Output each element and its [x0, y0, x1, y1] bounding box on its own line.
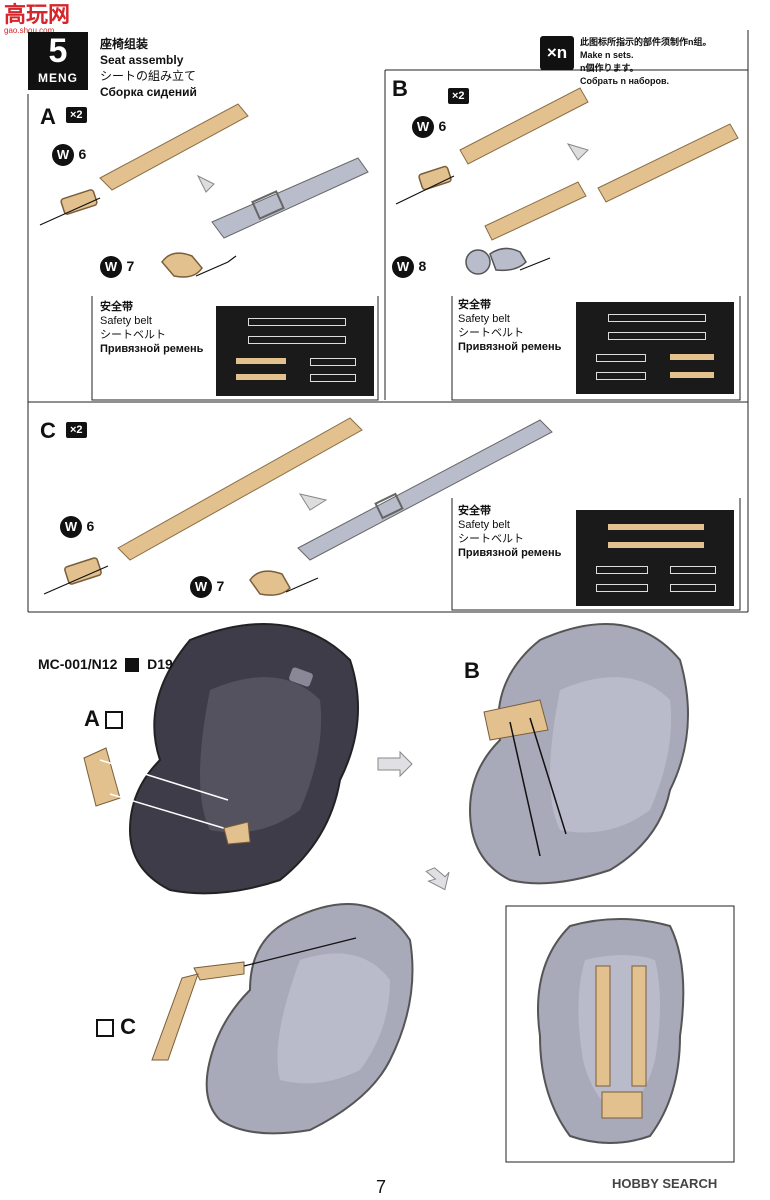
belt-en: Safety belt [458, 313, 510, 325]
belt-label-c: 安全带 Safety belt シートベルト Привязной ремень [458, 504, 561, 560]
callout-c-letter: C [120, 1014, 137, 1039]
belt-ja: シートベルト [458, 533, 524, 545]
title-ru: Сборка сидений [100, 85, 197, 99]
belt-ja: シートベルト [100, 329, 166, 341]
title-en: Seat assembly [100, 53, 184, 67]
callout-b: B [464, 658, 480, 683]
w-part-icon: W [100, 256, 122, 278]
seat-part-code: MC-001/N12 D19 [38, 656, 173, 673]
note-ru: Собрать n наборов. [580, 76, 670, 86]
part-w6-a: W 6 [52, 144, 86, 166]
section-a-qty: ×2 [66, 107, 87, 123]
callout-c: C [96, 1014, 136, 1040]
decal-stripe-filled [670, 354, 714, 360]
decal-stripe [248, 336, 346, 344]
callout-a: A [84, 706, 124, 732]
note-en: Make n sets. [580, 50, 634, 60]
hobby-search-logo: HOBBY SEARCH [612, 1176, 718, 1191]
sets-note: 此图标所指示的部件须制作n组。 Make n sets. n個作ります。 Соб… [580, 36, 712, 88]
step-number: 5 [48, 32, 68, 70]
belt-label-b: 安全带 Safety belt シートベルト Привязной ремень [458, 298, 561, 354]
title-ja: シートの組み立て [100, 69, 197, 83]
decal-stripe-filled [236, 358, 286, 364]
decal-stripe [670, 584, 716, 592]
w-part-icon: W [412, 116, 434, 138]
section-c-qty: ×2 [66, 422, 87, 438]
decal-stripe [248, 318, 346, 326]
callout-a-letter: A [84, 706, 100, 731]
decal-stripe [596, 372, 646, 380]
note-zh: 此图标所指示的部件须制作n组。 [580, 37, 712, 47]
part-w7-c: W 7 [190, 576, 224, 598]
part-w6-b: W 6 [412, 116, 446, 138]
section-a-label: A [40, 104, 56, 129]
belt-en: Safety belt [458, 519, 510, 531]
decal-sheet-a [216, 306, 374, 396]
brand-logo: MENG [38, 71, 78, 85]
belt-zh: 安全带 [458, 299, 491, 311]
decal-stripe [608, 314, 706, 322]
w-part-icon: W [52, 144, 74, 166]
decal-stripe [310, 358, 356, 366]
belt-ja: シートベルト [458, 327, 524, 339]
section-c-label: C [40, 418, 56, 443]
title-zh: 座椅组装 [100, 37, 149, 51]
w-part-icon: W [60, 516, 82, 538]
decal-stripe-filled [608, 542, 704, 548]
belt-ru: Привязной ремень [458, 547, 562, 559]
part-number: 6 [86, 518, 95, 534]
decal-stripe [310, 374, 356, 382]
step-title: 座椅组装 Seat assembly シートの組み立て Сборка сиден… [100, 36, 197, 100]
decal-stripe [596, 566, 648, 574]
decal-stripe-filled [236, 374, 286, 380]
belt-zh: 安全带 [100, 301, 133, 313]
note-ja: n個作ります。 [580, 63, 639, 73]
step-badge: 5 MENG [28, 32, 88, 90]
w-part-icon: W [190, 576, 212, 598]
decal-stripe [596, 584, 648, 592]
part-w7-a: W 7 [100, 256, 134, 278]
part-id: D19 [147, 656, 173, 672]
assembly-symbol-icon [96, 1019, 114, 1038]
watermark-logo-text: 高玩网 [4, 3, 71, 28]
belt-label-a: 安全带 Safety belt シートベルト Привязной ремень [100, 300, 203, 356]
decal-stripe [596, 354, 646, 362]
knife-icon [125, 658, 140, 673]
part-w8-b: W 8 [392, 256, 426, 278]
section-b-label: B [392, 76, 408, 101]
times-n-icon: ×n [540, 36, 574, 70]
decal-stripe-filled [608, 524, 704, 530]
page-number: 7 [376, 1177, 387, 1197]
section-b-qty: ×2 [448, 88, 469, 104]
part-number: 7 [216, 578, 225, 594]
decal-sheet-c [576, 510, 734, 606]
part-w6-c: W 6 [60, 516, 94, 538]
part-number: 8 [418, 258, 427, 274]
belt-en: Safety belt [100, 315, 152, 327]
part-code: MC-001/N12 [38, 656, 118, 672]
decal-stripe-filled [670, 372, 714, 378]
belt-ru: Привязной ремень [458, 341, 562, 353]
part-number: 6 [78, 146, 87, 162]
watermark: 高玩网 gao.shou.com [4, 3, 71, 36]
decal-sheet-b [576, 302, 734, 394]
assembly-symbol-icon [105, 711, 124, 730]
decal-stripe [670, 566, 716, 574]
belt-ru: Привязной ремень [100, 343, 204, 355]
w-part-icon: W [392, 256, 414, 278]
part-number: 7 [126, 258, 135, 274]
part-number: 6 [438, 118, 447, 134]
belt-zh: 安全带 [458, 505, 491, 517]
watermark-url: gao.shou.com [4, 26, 55, 35]
decal-stripe [608, 332, 706, 340]
